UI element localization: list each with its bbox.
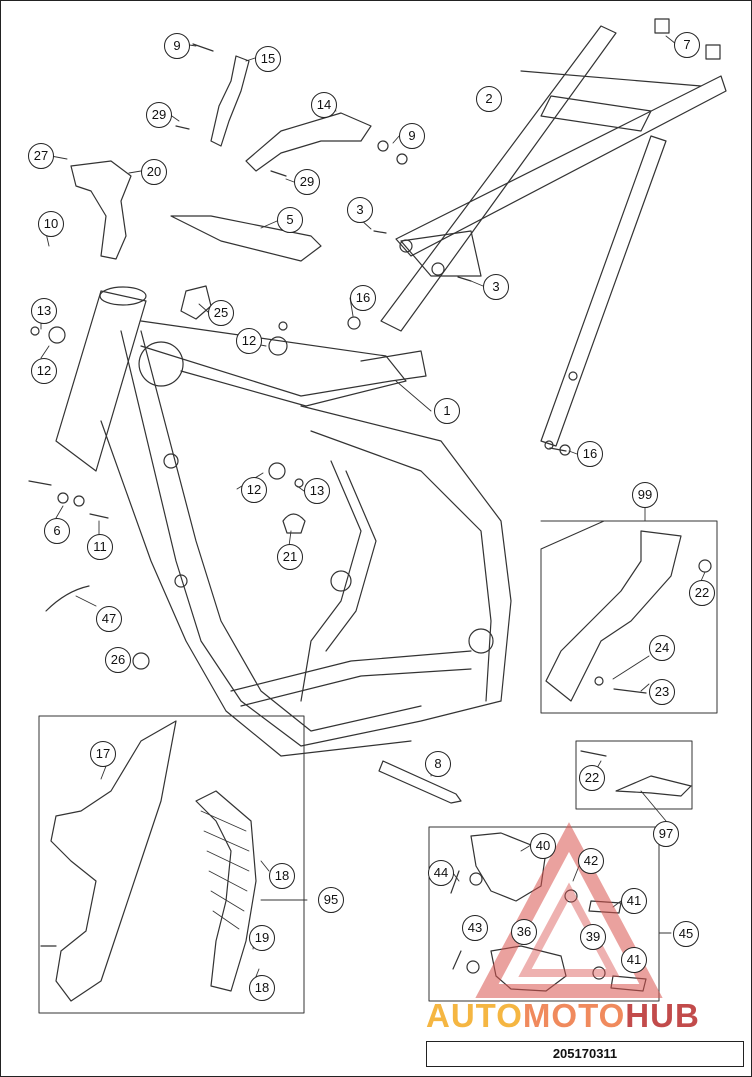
callout-95: 95 xyxy=(318,887,344,913)
callout-43: 43 xyxy=(462,915,488,941)
watermark-hub: HUB xyxy=(625,997,700,1034)
bracket-14-part xyxy=(245,112,372,172)
frame-protector-right-part xyxy=(195,790,257,992)
callout-7: 7 xyxy=(674,32,700,58)
callout-39: 39 xyxy=(580,924,606,950)
clamp-21-part xyxy=(282,513,306,534)
callout-9: 9 xyxy=(399,123,425,149)
watermark-text: AUTOMOTOHUB xyxy=(426,997,700,1035)
callout-3: 3 xyxy=(483,274,509,300)
callout-6: 6 xyxy=(44,518,70,544)
fasteners-parts xyxy=(28,18,721,947)
callout-16: 16 xyxy=(577,441,603,467)
frame-protector-left-part xyxy=(50,720,177,1002)
bolt-8-part xyxy=(378,760,462,804)
part-number-box: 205170311 xyxy=(426,1041,744,1067)
callout-24: 24 xyxy=(649,635,675,661)
callout-41: 41 xyxy=(621,947,647,973)
callout-12: 12 xyxy=(236,328,262,354)
callout-2: 2 xyxy=(476,86,502,112)
callout-13: 13 xyxy=(31,298,57,324)
callout-10: 10 xyxy=(38,211,64,237)
callout-3: 3 xyxy=(347,197,373,223)
callout-21: 21 xyxy=(277,544,303,570)
callout-99: 99 xyxy=(632,482,658,508)
bracket-15-part xyxy=(210,55,250,147)
callout-27: 27 xyxy=(28,143,54,169)
callout-20: 20 xyxy=(141,159,167,185)
callout-19: 19 xyxy=(249,925,275,951)
hose-47-part xyxy=(45,585,90,612)
callout-12: 12 xyxy=(241,477,267,503)
callout-12: 12 xyxy=(31,358,57,384)
callout-29: 29 xyxy=(146,102,172,128)
callout-17: 17 xyxy=(90,741,116,767)
footpeg-upper-part xyxy=(470,832,547,902)
sensor-25-part xyxy=(180,285,212,320)
callout-41: 41 xyxy=(621,888,647,914)
chain-slider-99-part xyxy=(545,530,682,702)
callout-1: 1 xyxy=(434,398,460,424)
guide-97-part xyxy=(615,775,692,797)
callout-5: 5 xyxy=(277,207,303,233)
callout-23: 23 xyxy=(649,679,675,705)
callout-18: 18 xyxy=(269,863,295,889)
main-frame-part xyxy=(55,286,512,757)
watermark-auto: AUTO xyxy=(426,997,523,1034)
callout-36: 36 xyxy=(511,919,537,945)
callout-25: 25 xyxy=(208,300,234,326)
callout-45: 45 xyxy=(673,921,699,947)
callout-14: 14 xyxy=(311,92,337,118)
subframe-part xyxy=(380,25,727,450)
callout-11: 11 xyxy=(87,534,113,560)
callout-18: 18 xyxy=(249,975,275,1001)
callout-16: 16 xyxy=(350,285,376,311)
callout-97: 97 xyxy=(653,821,679,847)
watermark-moto: MOTO xyxy=(522,997,626,1034)
callout-47: 47 xyxy=(96,606,122,632)
callout-40: 40 xyxy=(530,833,556,859)
callout-8: 8 xyxy=(425,751,451,777)
cable-guide-5-part xyxy=(170,215,322,262)
callout-29: 29 xyxy=(294,169,320,195)
callout-42: 42 xyxy=(578,848,604,874)
callout-13: 13 xyxy=(304,478,330,504)
callout-15: 15 xyxy=(255,46,281,72)
callout-9: 9 xyxy=(164,33,190,59)
callout-44: 44 xyxy=(428,860,454,886)
callout-22: 22 xyxy=(579,765,605,791)
bracket-20-part xyxy=(70,160,132,260)
callout-22: 22 xyxy=(689,580,715,606)
callout-26: 26 xyxy=(105,647,131,673)
